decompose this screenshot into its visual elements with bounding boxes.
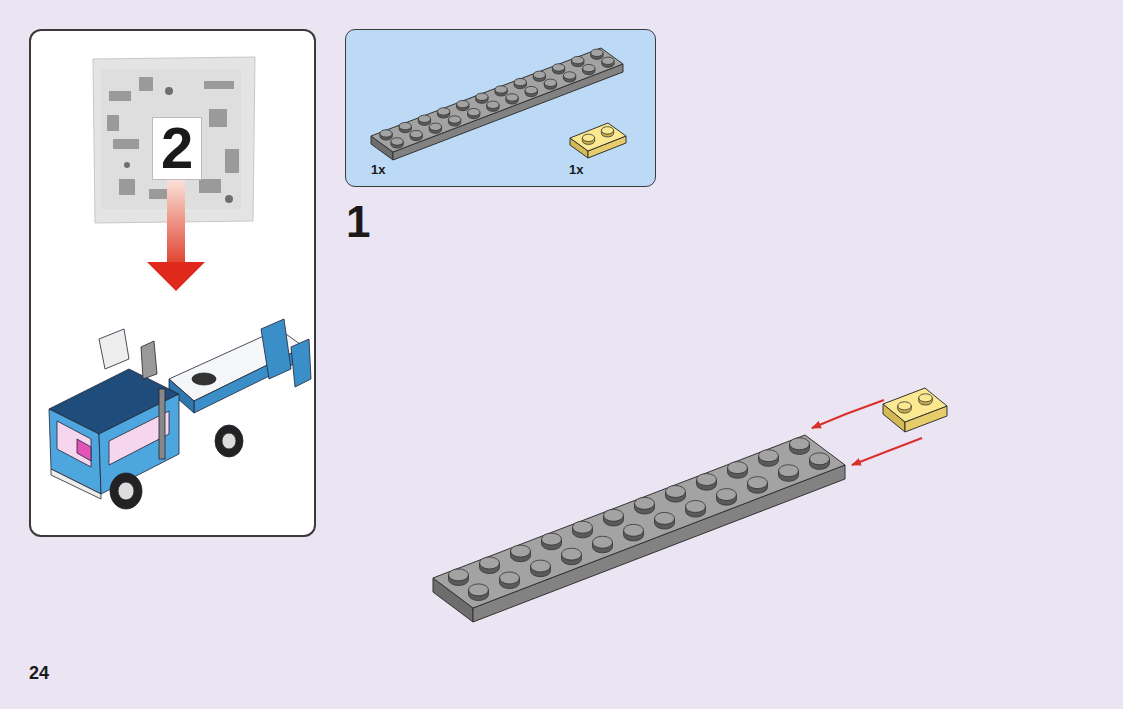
step-number: 1 (346, 200, 370, 244)
part-quantity: 1x (371, 163, 385, 177)
bag-number: 2 (152, 117, 202, 180)
assembly-arrows (812, 400, 922, 465)
bag-panel: 2 (29, 29, 316, 537)
step-arrow (147, 179, 205, 291)
parts-plates (371, 48, 626, 160)
plate-illustration (433, 388, 947, 622)
truck-model (49, 319, 311, 509)
page-number: 24 (29, 664, 49, 682)
bag-and-model-illustration (29, 29, 316, 537)
parts-callout: 1x 1x (345, 29, 656, 187)
parts-illustration (344, 28, 655, 186)
part-quantity: 1x (569, 163, 583, 177)
